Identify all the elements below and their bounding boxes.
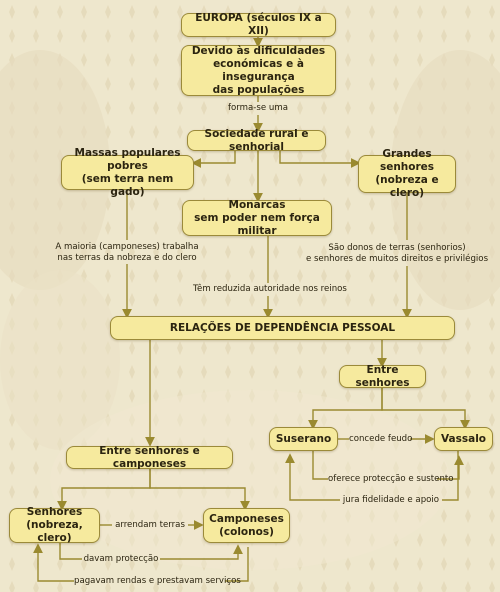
line-entre-camponeses-camponeses bbox=[149, 469, 250, 511]
label-arrendam: arrendam terras bbox=[115, 520, 185, 530]
box-grandes: Grandes senhores (nobreza e clero) bbox=[358, 148, 456, 199]
box-entre-camponeses: Entre senhores e camponeses bbox=[66, 445, 233, 470]
box-devido: Devido às dificuldades económicas e à in… bbox=[181, 45, 336, 96]
line-jura bbox=[442, 451, 459, 501]
line-sociedade-grandes bbox=[279, 151, 361, 168]
box-relacoes: RELAÇÕES DE DEPENDÊNCIA PESSOAL bbox=[110, 316, 455, 340]
box-europa: EUROPA (séculos IX a XII) bbox=[181, 12, 336, 37]
label-maioria: A maioria (camponeses) trabalha nas terr… bbox=[55, 242, 199, 263]
box-senhores: Senhores (nobreza, clero) bbox=[9, 506, 100, 544]
label-donos: São donos de terras (senhorios) e senhor… bbox=[305, 243, 489, 264]
label-oferece: oferece protecção e sustento bbox=[328, 474, 454, 484]
line-oferece-arrow bbox=[437, 455, 464, 480]
box-vassalo: Vassalo bbox=[434, 427, 493, 451]
line-entre-senhores-vassalo bbox=[381, 388, 470, 430]
box-sociedade: Sociedade rural e senhorial bbox=[187, 128, 326, 153]
line-sociedade-massas bbox=[191, 151, 236, 168]
label-concede: concede feudo bbox=[349, 434, 413, 444]
line-davam-arrow bbox=[160, 544, 243, 560]
box-massas: Massas populares pobres (sem terra nem g… bbox=[61, 147, 194, 198]
label-pagavam: pagavam rendas e prestavam serviços bbox=[74, 576, 241, 586]
box-suserano: Suserano bbox=[269, 427, 338, 451]
line-entre-camponeses-senhores bbox=[57, 469, 151, 511]
line-oferece bbox=[312, 451, 328, 480]
box-monarcas: Monarcas sem poder nem força militar bbox=[182, 199, 332, 237]
label-davam: davam protecção bbox=[83, 554, 159, 564]
line-pagavam-arrow bbox=[33, 543, 74, 582]
box-camponeses: Camponeses (colonos) bbox=[203, 508, 290, 543]
label-forma: forma-se uma bbox=[228, 103, 288, 113]
line-davam bbox=[59, 543, 82, 560]
line-entre-senhores-suserano bbox=[308, 388, 383, 430]
label-jura: jura fidelidade e apoio bbox=[342, 495, 440, 505]
label-reduzida: Têm reduzida autoridade nos reinos bbox=[193, 284, 347, 294]
box-entre-senhores: Entre senhores bbox=[339, 364, 426, 389]
line-jura-arrow bbox=[285, 453, 340, 501]
line-pagavam bbox=[225, 547, 249, 582]
